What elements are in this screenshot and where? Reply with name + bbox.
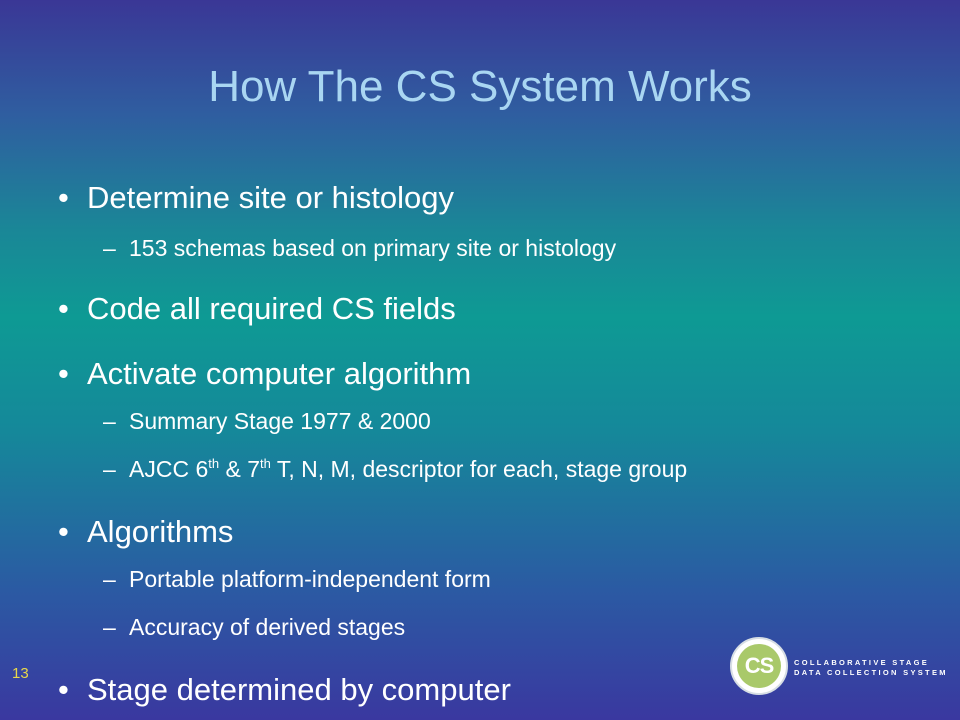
sub-bullet-text: Accuracy of derived stages bbox=[129, 614, 406, 640]
sub-bullet-marker: – bbox=[103, 566, 116, 592]
ordinal-superscript: th bbox=[260, 456, 271, 471]
logo-line-2: DATA COLLECTION SYSTEM bbox=[794, 668, 948, 677]
bullet-marker: • bbox=[58, 672, 69, 707]
bullet-marker: • bbox=[58, 291, 69, 326]
sub-bullet-item: –Summary Stage 1977 & 2000 bbox=[103, 408, 431, 435]
bullet-marker: • bbox=[58, 356, 69, 391]
bullet-marker: • bbox=[58, 180, 69, 215]
bullet-text: Algorithms bbox=[87, 514, 234, 549]
sub-bullet-text: Summary Stage 1977 & 2000 bbox=[129, 408, 431, 434]
sub-bullet-text-part: AJCC 6 bbox=[129, 456, 209, 482]
sub-bullet-item: –Portable platform-independent form bbox=[103, 566, 491, 593]
bullet-item: • Code all required CS fields bbox=[58, 291, 456, 327]
logo-line-1: COLLABORATIVE STAGE bbox=[794, 658, 930, 667]
collaborative-stage-logo: CS COLLABORATIVE STAGE DATA COLLECTION S… bbox=[730, 637, 950, 697]
sub-bullet-marker: – bbox=[103, 408, 116, 434]
sub-bullet-marker: – bbox=[103, 456, 116, 482]
sub-bullet-marker: – bbox=[103, 235, 116, 261]
sub-bullet-item: –Accuracy of derived stages bbox=[103, 614, 405, 641]
bullet-marker: • bbox=[58, 514, 69, 549]
bullet-item: • Determine site or histology bbox=[58, 180, 454, 216]
sub-bullet-text-part: T, N, M, descriptor for each, stage grou… bbox=[270, 456, 688, 482]
sub-bullet-item: –153 schemas based on primary site or hi… bbox=[103, 235, 616, 262]
sub-bullet-item: –AJCC 6th & 7th T, N, M, descriptor for … bbox=[103, 456, 687, 483]
bullet-text: Activate computer algorithm bbox=[87, 356, 472, 391]
bullet-item: • Stage determined by computer bbox=[58, 672, 511, 708]
page-number: 13 bbox=[12, 665, 29, 682]
sub-bullet-text: 153 schemas based on primary site or his… bbox=[129, 235, 617, 261]
bullet-text: Stage determined by computer bbox=[87, 672, 511, 707]
ordinal-superscript: th bbox=[208, 456, 220, 471]
sub-bullet-text: Portable platform-independent form bbox=[129, 566, 491, 592]
bullet-text: Determine site or histology bbox=[87, 180, 454, 215]
slide-title: How The CS System Works bbox=[208, 62, 752, 111]
sub-bullet-text-part: & 7 bbox=[219, 456, 261, 482]
bullet-text: Code all required CS fields bbox=[87, 291, 456, 326]
bullet-item: • Activate computer algorithm bbox=[58, 356, 471, 392]
logo-ring: CS bbox=[730, 637, 788, 695]
bullet-item: • Algorithms bbox=[58, 514, 233, 550]
sub-bullet-marker: – bbox=[103, 614, 116, 640]
logo-initials: CS bbox=[737, 644, 781, 688]
logo-wordmark: COLLABORATIVE STAGE DATA COLLECTION SYST… bbox=[794, 658, 948, 678]
